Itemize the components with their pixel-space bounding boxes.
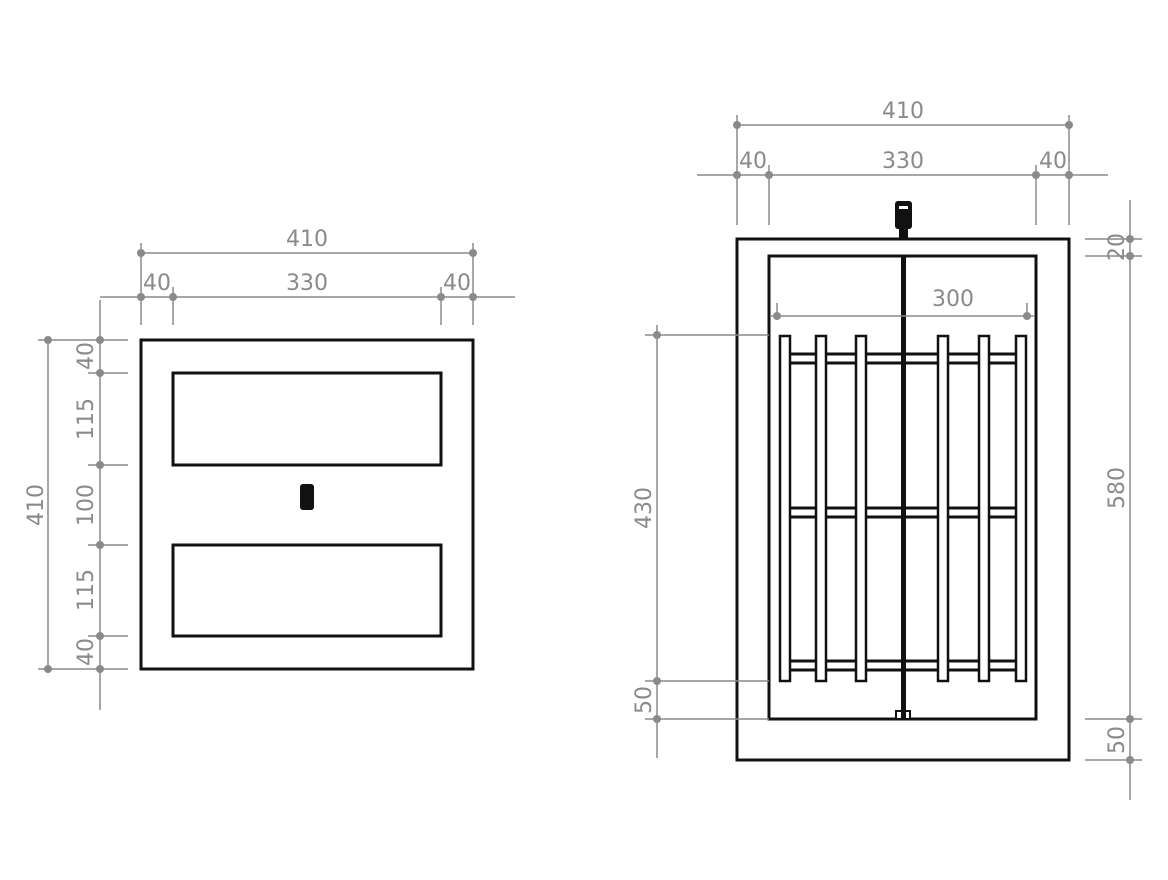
front-width-right: 40: [443, 271, 471, 296]
bottom-gap: 50: [632, 686, 657, 714]
front-width-left: 40: [143, 271, 171, 296]
front-upper-panel: [171, 371, 443, 467]
front-height-4: 115: [74, 569, 99, 611]
front-height-2: 115: [74, 398, 99, 440]
rack-height: 430: [632, 487, 657, 529]
side-width-right: 40: [1039, 149, 1067, 174]
side-width-left: 40: [739, 149, 767, 174]
rack-bar: [936, 334, 950, 683]
rack-bar: [854, 334, 868, 683]
side-width-middle: 330: [882, 149, 924, 174]
rack: [778, 256, 1028, 719]
front-view: 410 40 330 40 410 40 115 100 1: [24, 227, 515, 710]
top-offset: 20: [1105, 233, 1130, 261]
front-height-5: 40: [74, 638, 99, 666]
handle-icon: [895, 201, 912, 229]
front-width-total: 410: [286, 227, 328, 252]
rack-bar: [1014, 334, 1028, 683]
rack-bar: [977, 334, 991, 683]
lock-icon: [300, 484, 314, 510]
inner-height: 580: [1105, 467, 1130, 509]
rack-bar: [778, 334, 792, 683]
front-outer-frame: [139, 338, 475, 671]
front-width-middle: 330: [286, 271, 328, 296]
side-width-total: 410: [882, 99, 924, 124]
front-height-3: 100: [74, 484, 99, 526]
side-dimensions: 410 40 330 40 300 430 50: [632, 99, 1142, 800]
front-height-total: 410: [24, 484, 49, 526]
rack-width: 300: [932, 287, 974, 312]
front-dimensions: 410 40 330 40 410 40 115 100 1: [24, 227, 515, 710]
front-height-1: 40: [74, 342, 99, 370]
front-lower-panel: [171, 543, 443, 638]
rack-bar: [814, 334, 828, 683]
side-view: 410 40 330 40 300 430 50: [632, 99, 1142, 800]
bottom-offset: 50: [1105, 726, 1130, 754]
